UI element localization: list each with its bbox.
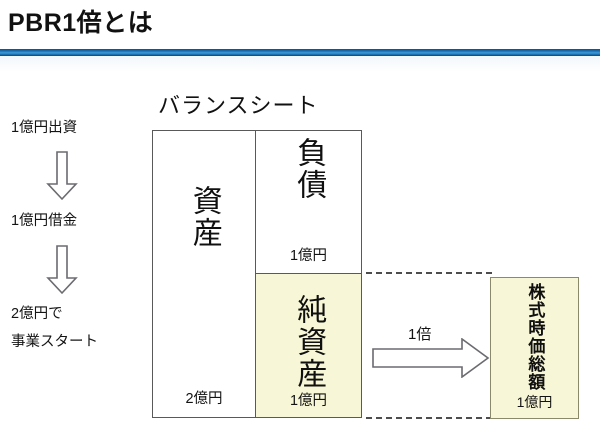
balance-sheet-assets-cell: 資産 2億円 xyxy=(153,131,256,417)
flow-step-label-debt: 1億円借金 xyxy=(11,213,78,229)
page-title: PBR1倍とは xyxy=(8,9,154,37)
market-cap-label: 株式時価総額 xyxy=(525,283,545,391)
assets-label: 資産 xyxy=(187,185,221,249)
assets-amount: 2億円 xyxy=(185,391,223,407)
liabilities-label-wrap: 負債 xyxy=(256,137,361,201)
flow-step-label-start: 事業スタート xyxy=(11,334,98,350)
market-cap-amount: 1億円 xyxy=(516,394,553,410)
right-arrow-icon xyxy=(372,337,490,379)
market-cap-label-wrap: 株式時価総額 xyxy=(491,283,578,391)
balance-sheet-liabilities-cell: 負債 1億円 xyxy=(256,131,361,274)
down-arrow-icon xyxy=(44,245,80,295)
equity-amount: 1億円 xyxy=(289,393,328,409)
liabilities-label: 負債 xyxy=(292,137,326,201)
assets-label-wrap: 資産 xyxy=(153,185,255,345)
equity-label: 純資産 xyxy=(292,294,326,390)
balance-sheet-title: バランスシート xyxy=(158,93,319,118)
multiplier-label: 1倍 xyxy=(408,326,432,343)
connector-dashed-line-bottom xyxy=(366,417,492,419)
balance-sheet-diagram: 資産 2億円 負債 1億円 純資産 1億円 xyxy=(152,130,362,418)
flow-step-label-total: 2億円で xyxy=(11,306,63,322)
flow-step-label-capital: 1億円出資 xyxy=(11,120,78,136)
header-shade xyxy=(0,56,600,72)
equity-label-wrap: 純資産 xyxy=(256,294,361,390)
liabilities-amount: 1億円 xyxy=(289,248,328,264)
connector-dashed-line-top xyxy=(366,272,492,274)
market-cap-box: 株式時価総額 1億円 xyxy=(490,277,579,419)
balance-sheet-equity-cell: 純資産 1億円 xyxy=(256,274,361,417)
down-arrow-icon xyxy=(44,151,80,201)
title-divider-rule xyxy=(0,49,600,56)
